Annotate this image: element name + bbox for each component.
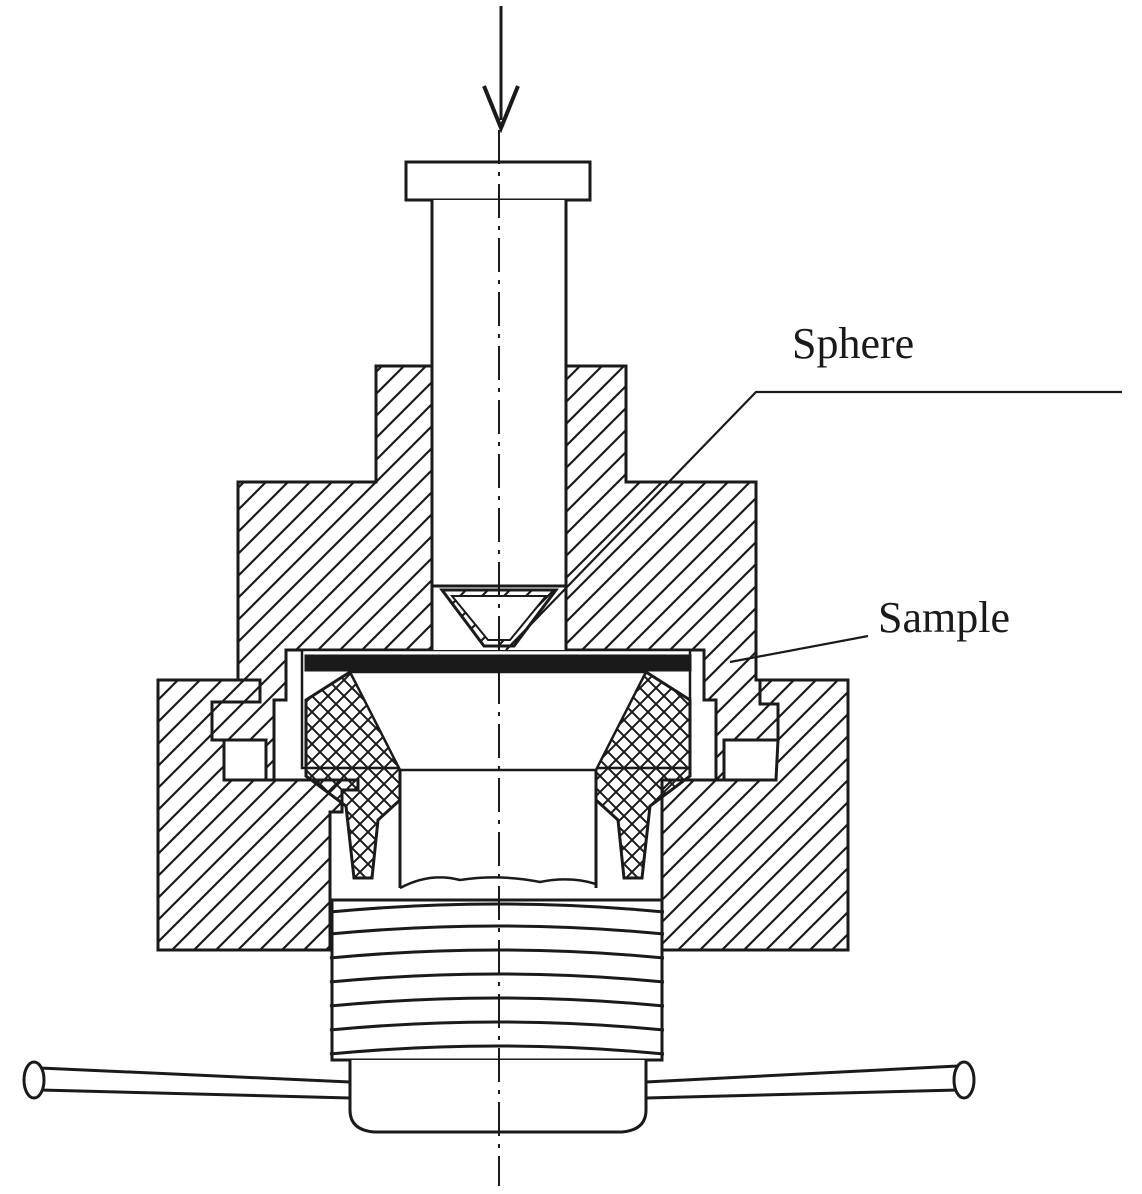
tommy-bar [22,1060,976,1100]
threaded-screw [329,898,665,1134]
sample-leader-line [729,634,869,664]
sample-label: Sample [878,593,1010,642]
sphere-leader-line [505,390,1122,651]
sphere-label: Sphere [792,319,915,368]
load-arrow [482,6,520,134]
